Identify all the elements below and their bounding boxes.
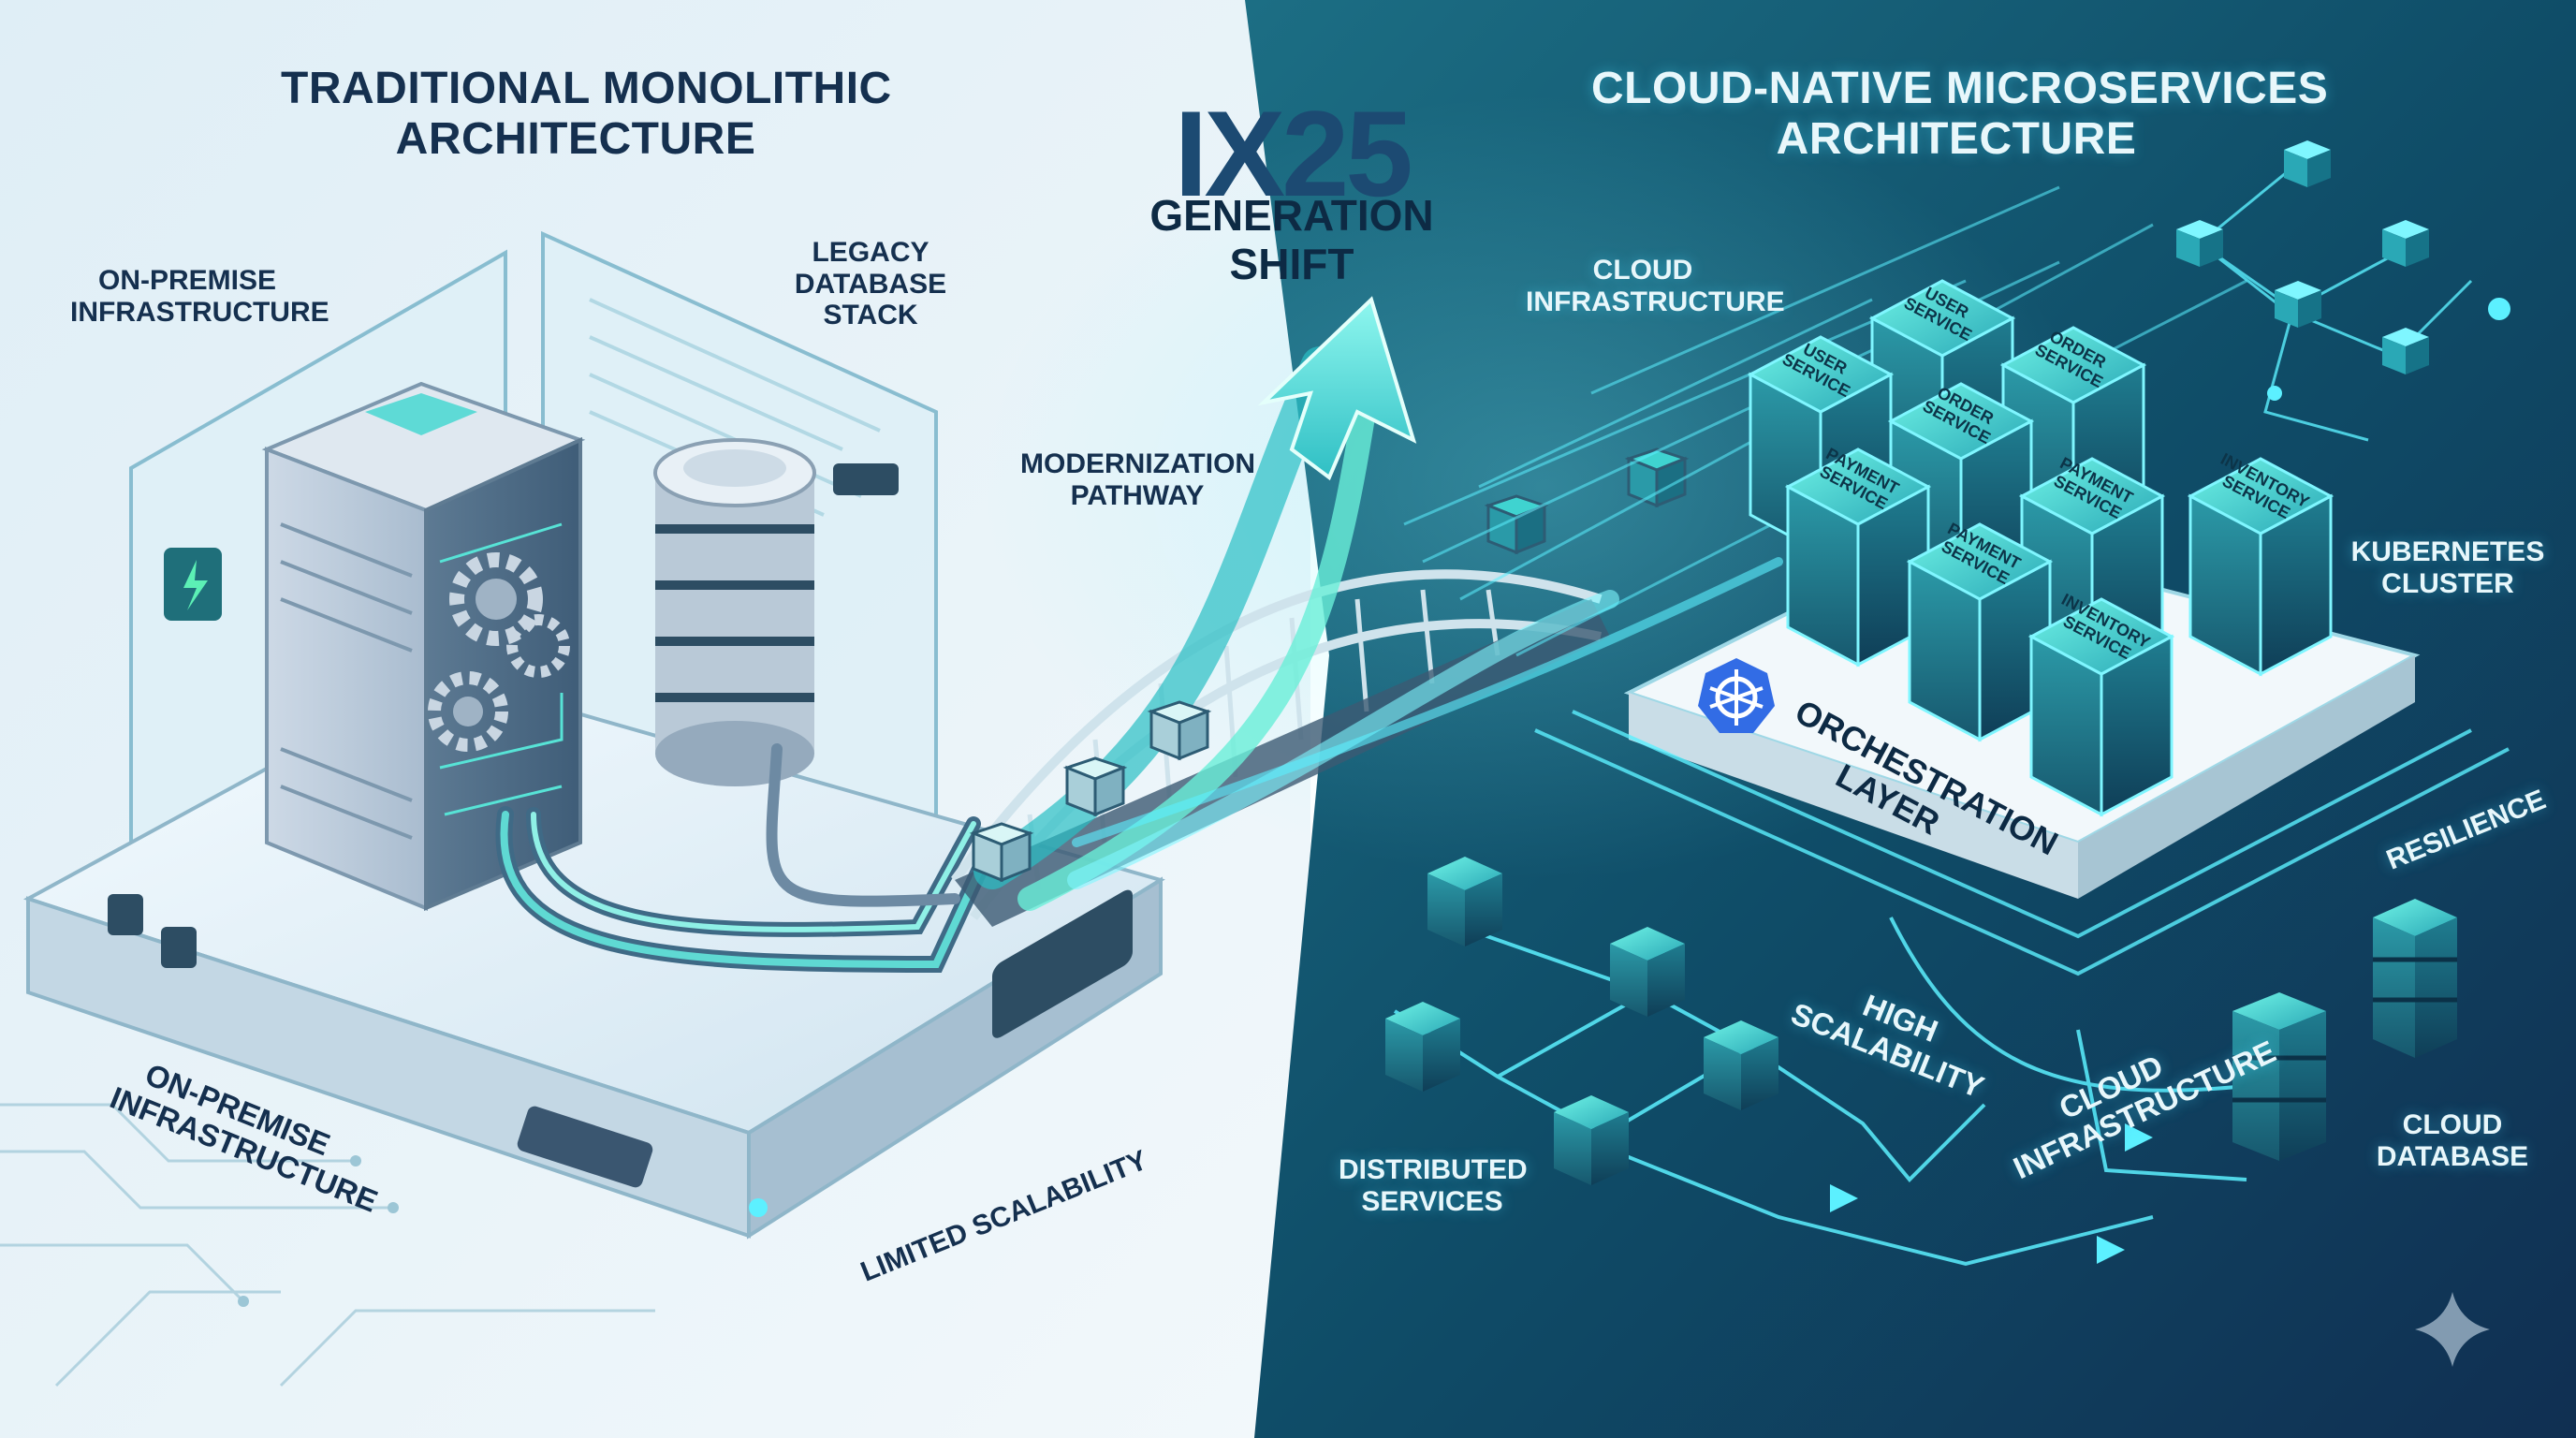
brand-mark: IX25 — [1174, 85, 1412, 222]
arrow-right-icon — [1830, 1184, 1858, 1212]
right-title-line2: ARCHITECTURE — [1776, 113, 2137, 164]
service-cube — [2187, 457, 2334, 677]
legacy-line3: STACK — [823, 300, 918, 331]
legacy-database-label: LEGACY DATABASE STACK — [777, 237, 964, 331]
right-title: CLOUD-NATIVE MICROSERVICES ARCHITECTURE — [1591, 64, 2329, 165]
cloud-infra-top-line1: CLOUD — [1592, 255, 1693, 286]
brand-subtitle: GENERATION SHIFT — [1137, 191, 1446, 288]
service-cube — [2027, 597, 2175, 817]
cloud-db-line2: DATABASE — [2376, 1140, 2529, 1172]
service-cube-group — [1747, 279, 2334, 817]
distributed-services-label: DISTRIBUTED SERVICES — [1339, 1154, 1528, 1217]
on-premise-top-line2: INFRASTRUCTURE — [70, 296, 329, 328]
distributed-cubes — [1385, 857, 1778, 1185]
legacy-line2: DATABASE — [794, 268, 947, 300]
cloud-database-stacks — [2232, 899, 2457, 1161]
brand-subtitle-line2: SHIFT — [1229, 239, 1354, 288]
cloud-infra-top-line2: INFRASTRUCTURE — [1526, 286, 1785, 317]
right-title-line1: CLOUD-NATIVE MICROSERVICES — [1591, 64, 2329, 113]
on-premise-top-line1: ON-PREMISE — [97, 265, 277, 296]
cloud-infrastructure-label-top: CLOUD INFRASTRUCTURE — [1526, 255, 1785, 317]
sparkle-icon — [2415, 1292, 2490, 1367]
left-title-line1: TRADITIONAL MONOLITHIC — [281, 64, 892, 113]
brand-subtitle-line1: GENERATION — [1149, 191, 1434, 240]
distributed-line1: DISTRIBUTED — [1339, 1154, 1528, 1185]
legacy-line1: LEGACY — [812, 237, 929, 268]
pathway-line2: PATHWAY — [1070, 479, 1205, 511]
network-cubes — [2176, 140, 2429, 374]
left-title: TRADITIONAL MONOLITHIC ARCHITECTURE — [281, 64, 892, 165]
kubernetes-cluster-label: KUBERNETES CLUSTER — [2349, 536, 2546, 599]
cloud-db-line1: CLOUD — [2402, 1109, 2503, 1140]
kubernetes-line2: CLUSTER — [2381, 567, 2514, 599]
pathway-line1: MODERNIZATION — [1020, 448, 1256, 479]
kubernetes-line1: KUBERNETES — [2350, 536, 2545, 567]
distributed-line2: SERVICES — [1361, 1185, 1503, 1217]
left-title-line2: ARCHITECTURE — [395, 113, 756, 164]
kubernetes-wheel-icon — [1698, 658, 1775, 733]
modernization-pathway-label: MODERNIZATION PATHWAY — [1020, 448, 1256, 511]
cloud-database-label: CLOUD DATABASE — [2373, 1109, 2532, 1172]
on-premise-label-top: ON-PREMISE INFRASTRUCTURE — [70, 265, 329, 328]
gear-icon — [428, 552, 570, 752]
